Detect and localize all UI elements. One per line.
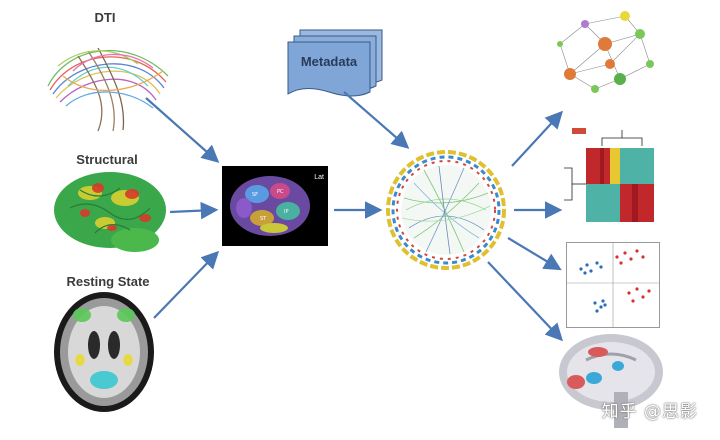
network-graph [550,4,660,104]
dti-tractography-image [38,26,178,136]
structural-brain-image [50,168,170,258]
svg-text:PC: PC [277,189,284,195]
metadata-documents: Metadata [286,28,386,98]
svg-text:IP: IP [284,209,289,215]
svg-text:ST: ST [260,216,267,222]
lat-label: Lat [314,174,324,181]
metadata-label: Metadata [300,54,358,69]
resting-state-label: Resting State [66,274,150,289]
connectogram [384,148,508,272]
watermark: 知乎 @思影 [601,402,698,422]
parcellation-panel: SF PC IP ST Lat [222,166,328,246]
scatter-plot [566,242,660,328]
resting-state-brain-image [52,290,156,414]
structural-label: Structural [76,152,138,167]
sagittal-brain-image [556,330,666,430]
svg-text:SF: SF [252,192,258,198]
dti-label: DTI [94,10,116,25]
heatmap [562,128,658,226]
